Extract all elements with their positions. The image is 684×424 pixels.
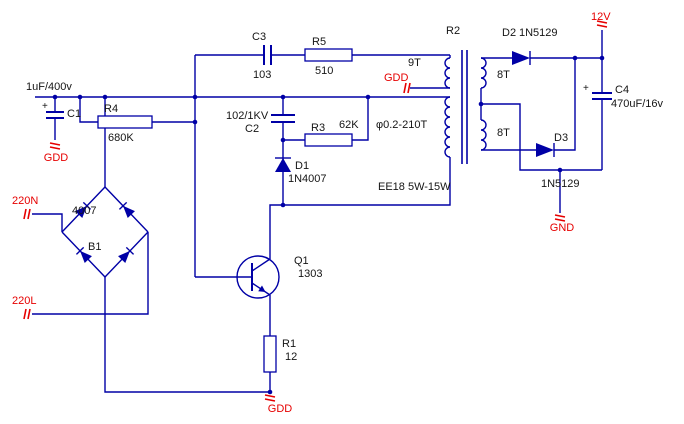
diode-d2 xyxy=(512,51,531,65)
c3-name-label: C3 xyxy=(252,31,266,43)
core-type-label: EE18 5W-15W xyxy=(378,181,451,193)
ground-terminal-icon xyxy=(264,394,276,402)
r4-value-label: 680K xyxy=(108,132,134,144)
d1-name-label: D1 xyxy=(295,160,309,172)
ground-terminal-icon xyxy=(554,214,566,222)
d2-name-label: D2 xyxy=(502,27,516,39)
emitter-arrow-icon xyxy=(258,285,266,292)
transformer-t1 xyxy=(444,50,487,164)
transistor-body xyxy=(236,255,280,299)
transistor-q1 xyxy=(236,255,280,299)
output-12v-label: 12V xyxy=(591,11,611,23)
r5-name-label: R5 xyxy=(312,36,326,48)
bridge-diode-icon xyxy=(118,246,135,264)
gdd-label: GDD xyxy=(268,403,293,415)
resistor-r5 xyxy=(304,48,353,62)
bridge-diode-icon xyxy=(75,246,92,264)
diode-d3 xyxy=(536,143,555,157)
r3-value-label: 62K xyxy=(339,119,359,131)
d3-name-label: D3 xyxy=(554,132,568,144)
c1-value-label: 1uF/400v xyxy=(26,81,72,93)
transistor-collector xyxy=(251,258,271,272)
ground-terminal-icon xyxy=(49,142,61,150)
resistor-r4 xyxy=(97,115,153,129)
capacitor-c3 xyxy=(263,45,272,65)
primary-winding xyxy=(444,96,451,158)
diode-triangle xyxy=(275,158,291,172)
c4-name-label: C4 xyxy=(615,84,629,96)
d1-value-label: 1N4007 xyxy=(288,173,327,185)
b1-name-label: B1 xyxy=(88,241,101,253)
secondary-winding-top xyxy=(480,57,487,89)
gnd-label: GND xyxy=(550,222,575,234)
secondary-bottom-turns-label: 8T xyxy=(497,127,510,139)
capacitor-c2 xyxy=(271,114,295,123)
d2-value-label: 1N5129 xyxy=(519,27,558,39)
ground-terminal-icon xyxy=(403,82,411,94)
ac-n-label: 220N xyxy=(12,195,38,207)
primary-turns-label: φ0.2-210T xyxy=(376,119,427,131)
secondary-top-turns-label: 8T xyxy=(497,69,510,81)
c1-polarity-label: + xyxy=(42,101,48,112)
resistor-body xyxy=(304,48,353,62)
resistor-r3 xyxy=(304,133,353,147)
d3-value-label: 1N5129 xyxy=(541,178,580,190)
r1-value-label: 12 xyxy=(285,351,297,363)
c3-value-label: 103 xyxy=(253,69,271,81)
gdd-label: GDD xyxy=(44,152,69,164)
junction-dots xyxy=(52,55,605,395)
r5-value-label: 510 xyxy=(315,65,333,77)
feedback-turns-label: 9T xyxy=(408,57,421,69)
bridge-diode-value-label: 4007 xyxy=(72,205,96,217)
resistor-body xyxy=(263,335,277,373)
q1-name-label: Q1 xyxy=(294,255,309,267)
ac-terminal-icon xyxy=(23,308,31,320)
diode-triangle xyxy=(512,51,530,65)
c2-name-label: C2 xyxy=(245,123,259,135)
gdd-label: GDD xyxy=(384,72,409,84)
ac-l-label: 220L xyxy=(12,295,36,307)
bridge-diode-icon xyxy=(118,201,135,219)
resistor-body xyxy=(304,133,353,147)
resistor-r1 xyxy=(263,335,277,373)
capacitor-c1 xyxy=(46,111,64,119)
secondary-winding-bottom xyxy=(480,119,487,151)
c4-polarity-label: + xyxy=(583,83,589,94)
feedback-winding xyxy=(444,57,451,89)
circuit-wires xyxy=(32,30,603,393)
r1-name-label: R1 xyxy=(282,338,296,350)
r3-name-label: R3 xyxy=(311,122,325,134)
diode-triangle xyxy=(536,143,554,157)
bridge-rectifier-b1 xyxy=(75,201,135,264)
diode-d1 xyxy=(275,157,291,172)
c1-name-label: C1 xyxy=(67,108,81,120)
r4-name-label: R4 xyxy=(104,103,118,115)
q1-value-label: 1303 xyxy=(298,268,322,280)
bridge-diode-icon xyxy=(75,201,92,219)
c2-value-label: 102/1KV xyxy=(226,110,269,122)
ac-terminal-icon xyxy=(23,208,31,220)
resistor-body xyxy=(97,115,153,129)
c4-value-label: 470uF/16v xyxy=(611,98,663,110)
capacitor-c4 xyxy=(592,92,612,100)
transformer-name-label: R2 xyxy=(446,25,460,37)
